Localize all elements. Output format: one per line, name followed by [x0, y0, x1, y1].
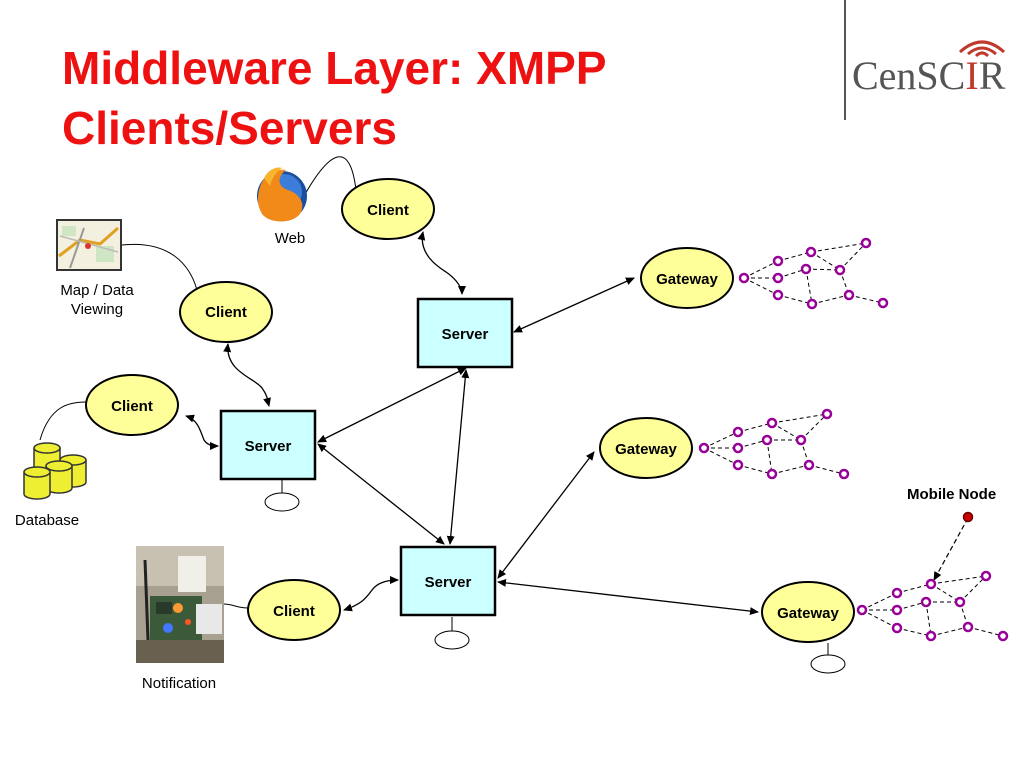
gateway-3-tag [810, 643, 846, 674]
firefox-browser-icon [257, 167, 307, 222]
server-left-tag [264, 480, 300, 512]
server-top[interactable]: Server [416, 297, 514, 369]
logo-text-accent: I [965, 53, 979, 98]
client-map-label: Client [205, 304, 247, 321]
client-notify-label: Client [273, 603, 315, 620]
arrow-server-left-server-top [317, 367, 467, 443]
notification-label: Notification [142, 675, 216, 692]
gateway-3[interactable]: Gateway [761, 581, 855, 643]
arrow-server-bottom-gateway-3 [497, 578, 759, 616]
hardware-photo-icon [136, 546, 224, 663]
server-bottom-tag [434, 617, 470, 650]
notify-to-client-line [223, 603, 249, 609]
gateway-1[interactable]: Gateway [640, 247, 734, 309]
server-top-label: Server [442, 326, 489, 343]
gateway-2-label: Gateway [615, 441, 677, 458]
censcir-logo: CenSCIR [852, 40, 1006, 99]
title-line-2: Clients/Servers [62, 102, 397, 154]
client-notify[interactable]: Client [247, 579, 341, 641]
sensor-mesh-2 [703, 413, 845, 475]
arrow-server-top-gateway-1 [513, 277, 635, 333]
sensor-mesh-2-nodes [698, 408, 850, 480]
mobile-node-dot [962, 511, 974, 523]
database-label: Database [15, 512, 79, 529]
map-thumbnail-icon [56, 219, 122, 271]
gateway-2[interactable]: Gateway [599, 417, 693, 479]
mobile-node-label: Mobile Node [907, 486, 996, 503]
title-line-1: Middleware Layer: XMPP [62, 42, 607, 94]
arrow-client-notify-server-bottom [343, 576, 399, 612]
arrow-client-db-server-left [185, 414, 219, 450]
web-to-client-line [303, 156, 357, 197]
map-label-line-1: Map / Data [60, 282, 134, 299]
sensor-mesh-1-nodes [738, 237, 889, 310]
server-bottom[interactable]: Server [399, 545, 497, 617]
arrow-client-web-server-top [417, 231, 466, 295]
map-label-line-2: Viewing [71, 301, 123, 318]
arrow-server-top-server-bottom [446, 369, 470, 545]
client-db-label: Client [111, 398, 153, 415]
wifi-arcs-icon [958, 40, 1006, 58]
arrow-client-map-server-left [223, 343, 271, 407]
client-map[interactable]: Client [179, 281, 273, 343]
logo-text-end: R [978, 53, 1006, 98]
database-cylinders-icon [23, 442, 87, 500]
server-bottom-label: Server [425, 574, 472, 591]
map-to-client-line [121, 243, 198, 291]
logo-text-main: CenSC [852, 53, 966, 98]
server-left[interactable]: Server [219, 409, 317, 481]
mobile-node-arrow [933, 517, 969, 581]
client-db[interactable]: Client [85, 374, 179, 436]
db-to-client-line [39, 401, 87, 441]
client-web-label: Client [367, 202, 409, 219]
arrow-server-bottom-gateway-2 [497, 451, 595, 579]
slide-title: Middleware Layer: XMPP Clients/Servers [62, 38, 607, 158]
gateway-3-label: Gateway [777, 605, 839, 622]
sensor-mesh-3-nodes [856, 570, 1009, 642]
server-left-label: Server [245, 438, 292, 455]
client-web[interactable]: Client [341, 178, 435, 240]
web-label: Web [275, 230, 306, 247]
gateway-1-label: Gateway [656, 271, 718, 288]
logo-divider [844, 0, 846, 120]
arrow-server-left-server-bottom [317, 443, 445, 545]
